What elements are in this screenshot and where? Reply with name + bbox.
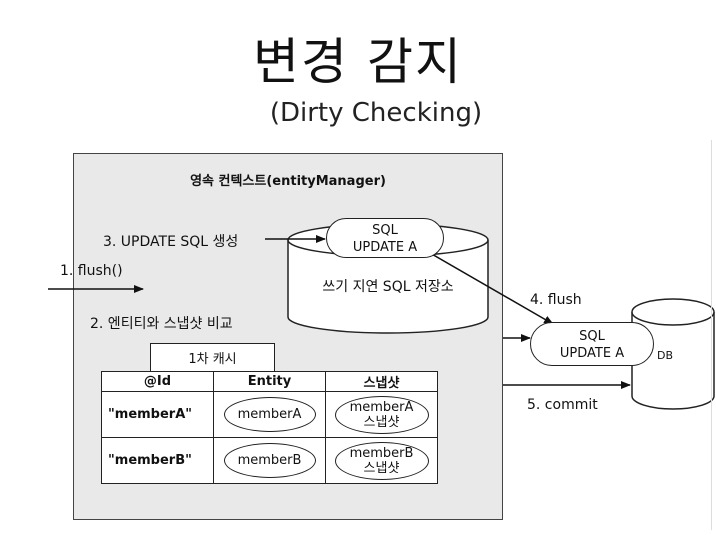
step-update-sql: 3. UPDATE SQL 생성 [103, 234, 239, 250]
cache-header-snapshot: 스냅샷 [325, 371, 438, 392]
table-row: "memberA" memberA memberA 스냅샷 [101, 391, 438, 438]
cache-snapshot-cell: memberA 스냅샷 [325, 391, 438, 438]
snapshot-tag: 스냅샷 [363, 414, 400, 430]
persistence-context-label: 영속 컨텍스트(entityManager) [190, 174, 386, 189]
entity-ellipse: memberB [223, 443, 316, 478]
snapshot-ellipse: memberA 스냅샷 [334, 395, 429, 434]
cache-id-cell: "memberA" [101, 391, 214, 438]
cache-snapshot-cell: memberB 스냅샷 [325, 437, 438, 484]
step-flush-db: 4. flush [530, 292, 582, 308]
page-title: 변경 감지 [253, 33, 463, 91]
entity-ellipse: memberA [223, 397, 316, 432]
step-commit: 5. commit [527, 397, 598, 413]
slide-edge-divider [711, 140, 712, 530]
db-sql-line1: SQL [579, 329, 605, 344]
db-sql-query: SQL UPDATE A [530, 322, 654, 366]
snapshot-ellipse: memberB 스냅샷 [334, 441, 429, 480]
first-level-cache-table: @Id Entity 스냅샷 "memberA" memberA memberA… [101, 371, 438, 484]
sql-store-label: 쓰기 지연 SQL 저장소 [322, 279, 454, 295]
snapshot-name: memberB [349, 445, 414, 461]
cache-header-entity: Entity [213, 371, 326, 392]
snapshot-name: memberA [349, 399, 414, 415]
store-sql-line1: SQL [372, 223, 398, 238]
store-sql-line2: UPDATE A [352, 240, 418, 255]
table-row: "memberB" memberB memberB 스냅샷 [101, 437, 438, 484]
step-flush: 1. flush() [60, 263, 123, 279]
snapshot-tag: 스냅샷 [363, 460, 400, 476]
page-subtitle: (Dirty Checking) [269, 98, 483, 128]
store-sql-query: SQL UPDATE A [326, 218, 444, 258]
cache-entity-cell: memberB [213, 437, 326, 484]
db-sql-line2: UPDATE A [559, 346, 625, 361]
flush-to-db-arrow [429, 252, 554, 325]
first-level-cache-label: 1차 캐시 [150, 343, 275, 372]
step-compare: 2. 엔티티와 스냅샷 비교 [90, 316, 233, 332]
cache-id-cell: "memberB" [101, 437, 214, 484]
cache-header-id: @Id [101, 371, 214, 392]
cache-header-row: @Id Entity 스냅샷 [101, 371, 438, 392]
db-label: DB [657, 349, 674, 362]
cache-entity-cell: memberA [213, 391, 326, 438]
